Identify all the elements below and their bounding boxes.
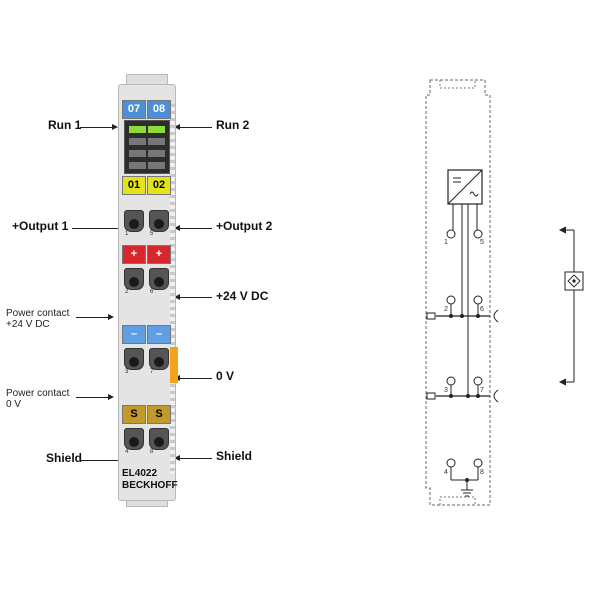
label-run-1: Run 1	[48, 118, 82, 132]
outline-detail	[439, 496, 476, 505]
spring-contact-5[interactable]	[149, 210, 169, 232]
terminal-module: 07 08 01 02 1 5 + + 2 6 – – 3 7 S S 4 8 …	[112, 74, 180, 508]
label-power-contact-24v: Power contact +24 V DC	[6, 308, 70, 330]
spring-contact-3[interactable]	[124, 348, 144, 370]
terminal-4	[446, 458, 456, 468]
terminal-label-8: 8	[480, 469, 484, 476]
pin-label-1: 1	[125, 231, 129, 237]
label-run-2: Run 2	[216, 118, 250, 132]
converter-symbol	[453, 177, 479, 197]
arrow-24v-dc	[174, 294, 180, 300]
terminal-label-5: 5	[480, 239, 484, 246]
arrow-power-contact-0v	[108, 394, 114, 400]
power-contact-right-24v	[493, 309, 499, 323]
spring-contact-8[interactable]	[149, 428, 169, 450]
pin-label-3: 3	[125, 369, 129, 375]
external-arrow-bottom	[558, 378, 567, 386]
leader-output-2	[180, 228, 212, 229]
tag-minus-left: –	[122, 325, 146, 344]
load-symbol-icon	[567, 274, 581, 288]
spring-contact-2[interactable]	[124, 268, 144, 290]
arrow-output-2	[174, 225, 180, 231]
arrow-run-2	[174, 124, 180, 130]
terminal-label-6: 6	[480, 306, 484, 313]
terminal-label-7: 7	[480, 387, 484, 394]
din-rail-clip-top	[126, 74, 168, 87]
spring-contact-6[interactable]	[149, 268, 169, 290]
label-0v: 0 V	[216, 369, 235, 383]
terminal-5	[473, 229, 483, 239]
leader-run-2	[180, 127, 212, 128]
terminal-2	[446, 295, 456, 305]
leader-24v-dc	[180, 297, 212, 298]
terminal-label-2: 2	[444, 306, 448, 313]
label-output-2: +Output 2	[216, 219, 273, 233]
led-slot	[129, 150, 146, 157]
arrow-shield-right	[174, 455, 180, 461]
label-24v-dc: +24 V DC	[216, 289, 269, 303]
pin-label-5: 5	[150, 231, 154, 237]
led-slot	[148, 138, 165, 145]
led-slot	[129, 162, 146, 169]
leader-shield-left	[80, 460, 120, 461]
spring-contact-7[interactable]	[149, 348, 169, 370]
terminal-3	[446, 376, 456, 386]
housing-ribs	[170, 104, 175, 474]
power-contact-right-0v	[493, 389, 499, 403]
terminal-8	[473, 458, 483, 468]
model-number: EL4022	[122, 468, 158, 479]
spring-contact-1[interactable]	[124, 210, 144, 232]
external-arrow-top	[558, 226, 567, 234]
pin-label-8: 8	[150, 449, 154, 455]
pin-label-6: 6	[150, 289, 154, 295]
converter-diagonal	[447, 169, 483, 205]
arrow-run-1	[112, 124, 118, 130]
leader-output-1	[72, 228, 120, 229]
brand-name: BECKHOFF	[122, 480, 178, 491]
led-label-08: 08	[147, 100, 171, 119]
led-window	[124, 120, 170, 174]
outline-detail	[439, 80, 476, 89]
label-power-contact-0v: Power contact 0 V	[6, 388, 70, 410]
leader-power-contact-0v	[76, 397, 110, 398]
power-contact-left-0v	[426, 392, 436, 400]
label-output-1: +Output 1	[12, 219, 69, 233]
ground-icon	[461, 489, 473, 497]
terminal-1	[446, 229, 456, 239]
label-shield-left: Shield	[46, 451, 83, 465]
pin-label-4: 4	[125, 449, 129, 455]
power-contact-marker	[170, 347, 178, 383]
leader-0v	[180, 378, 212, 379]
tag-output-02: 02	[147, 176, 171, 195]
tag-shield-left: S	[122, 405, 146, 424]
spring-contact-4[interactable]	[124, 428, 144, 450]
pin-label-7: 7	[150, 369, 154, 375]
leader-shield-right	[180, 458, 212, 459]
terminal-label-4: 4	[444, 469, 448, 476]
power-contact-left-24v	[426, 312, 436, 320]
terminal-label-1: 1	[444, 239, 448, 246]
module-outline	[425, 79, 491, 506]
led-run-1	[129, 126, 146, 133]
arrow-power-contact-24v	[108, 314, 114, 320]
led-slot	[129, 138, 146, 145]
led-slot	[148, 162, 165, 169]
tag-minus-right: –	[147, 325, 171, 344]
tag-output-01: 01	[122, 176, 146, 195]
terminal-label-3: 3	[444, 387, 448, 394]
terminal-6	[473, 295, 483, 305]
leader-power-contact-24v	[76, 317, 110, 318]
pin-label-2: 2	[125, 289, 129, 295]
tag-plus-right: +	[147, 245, 171, 264]
tag-shield-right: S	[147, 405, 171, 424]
led-label-07: 07	[122, 100, 146, 119]
tag-plus-left: +	[122, 245, 146, 264]
label-shield-right: Shield	[216, 449, 253, 463]
led-slot	[148, 150, 165, 157]
led-run-2	[148, 126, 165, 133]
terminal-7	[473, 376, 483, 386]
leader-run-1	[80, 127, 114, 128]
